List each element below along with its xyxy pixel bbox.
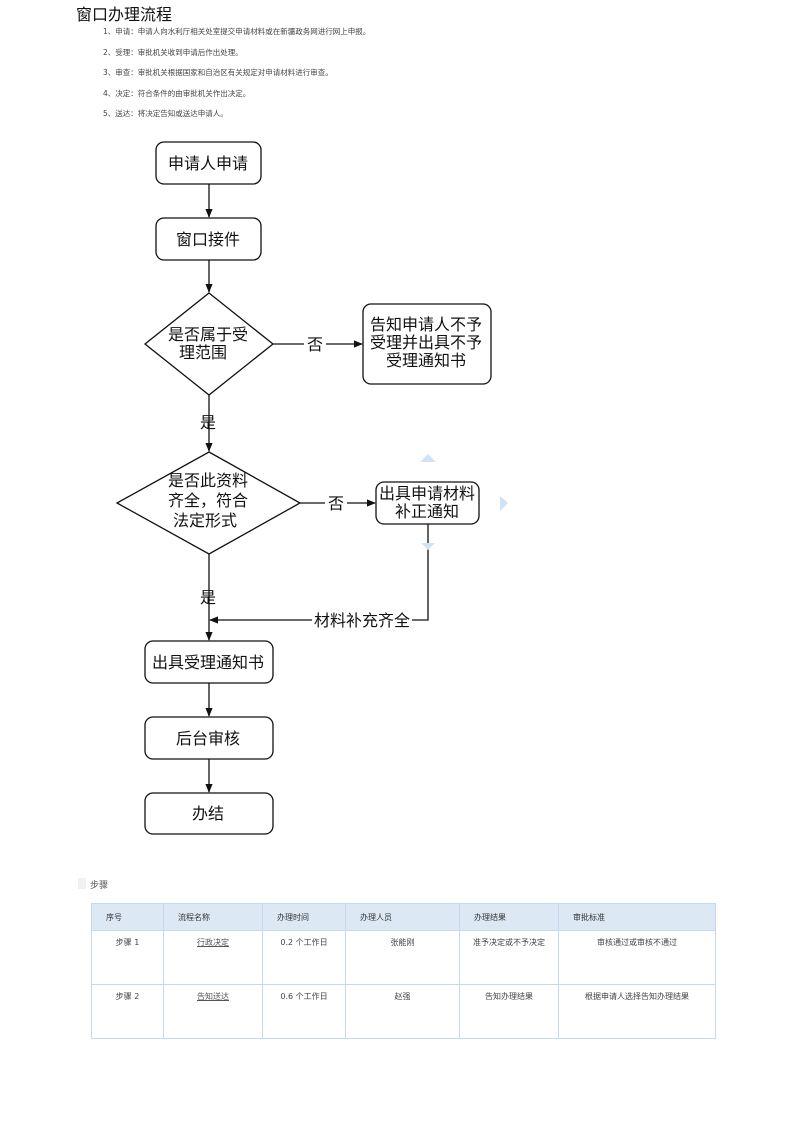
no-label: 否 [307,335,323,354]
yes-label: 是 [200,588,216,607]
reject-notice-label: 受理并出具不予 [370,333,482,352]
step-name-link[interactable]: 行政决定 [197,938,229,947]
step-person-cell: 张能刚 [345,930,460,985]
step-person-cell: 赵强 [345,984,460,1039]
process-step: 4、决定：符合条件的由审批机关作出决定。 [103,88,251,98]
completeness-decision-label: 是否此资料 [168,471,248,490]
no-label: 否 [328,494,344,513]
step-name-cell: 行政决定 [163,930,263,985]
process-step: 2、受理：审批机关收到申请后作出处理。 [103,47,243,57]
apply-label: 申请人申请 [168,154,248,173]
table-row: 步骤 1 行政决定 0.2 个工作日 张能刚 准予决定或不予决定 审核通过或审核… [91,930,716,985]
step-number-cell: 步骤 1 [91,930,164,985]
yes-label: 是 [200,413,216,432]
process-step: 1、申请：申请人向水利厅相关处室提交申请材料或在新疆政务网进行网上申报。 [103,27,371,36]
supplement-notice-label: 补正通知 [395,502,459,521]
reject-notice-box [362,303,492,385]
scroll-up-hint-icon [420,454,436,462]
step-name-link[interactable]: 告知送达 [197,992,229,1001]
page-title: 窗口办理流程 [76,5,173,24]
step-number-cell: 步骤 2 [91,984,164,1039]
step-result-cell: 告知办理结果 [459,984,559,1039]
reject-notice-label: 告知申请人不予 [370,315,482,334]
scope-decision-label: 理范围 [179,343,227,362]
acceptance-notice-label: 出具受理通知书 [152,653,264,672]
completed-box [144,792,274,835]
completeness-decision-label: 法定形式 [173,511,237,530]
section-marker [78,878,86,889]
completed-label: 办结 [192,804,224,823]
process-step: 5、送达：将决定告知或送达申请人。 [103,109,228,119]
column-header: 办理时间 [262,903,346,931]
step-time-cell: 0.2 个工作日 [262,930,346,985]
column-header: 流程名称 [163,903,263,931]
column-header: 序号 [91,903,164,931]
scope-decision-label: 是否属于受 [168,325,248,344]
reject-notice-label: 受理通知书 [386,351,466,370]
table-row: 步骤 2 告知送达 0.6 个工作日 赵强 告知办理结果 根据申请人选择告知办理… [91,984,716,1039]
step-standard-cell: 审核通过或审核不通过 [558,930,716,985]
materials-complete-label: 材料补充齐全 [314,611,410,630]
supplement-notice-label: 出具申请材料 [379,484,475,503]
column-header: 审批标准 [558,903,716,931]
column-header: 办理结果 [459,903,559,931]
process-flowchart: 申请人申请 窗口接件 是否属于受 理范围 告知申请人不予 受理并出具不予 受理通… [115,141,508,835]
steps-table: 序号 流程名称 办理时间 办理人员 办理结果 审批标准 步骤 1 行政决定 0.… [91,903,716,1039]
process-step: 3、审查：审批机关根据国家和自治区有关规定对申请材料进行审查。 [103,68,333,78]
table-header-row: 序号 流程名称 办理时间 办理人员 办理结果 审批标准 [91,903,716,931]
steps-section-label: 步骤 [90,881,109,891]
window-accept-label: 窗口接件 [176,230,240,249]
step-standard-cell: 根据申请人选择告知办理结果 [558,984,716,1039]
step-result-cell: 准予决定或不予决定 [459,930,559,985]
process-steps-list: 1、申请：申请人向水利厅相关处室提交申请材料或在新疆政务网进行网上申报。 2、受… [103,22,370,125]
column-header: 办理人员 [345,903,460,931]
step-name-cell: 告知送达 [163,984,263,1039]
connector-arrow [209,524,429,624]
completeness-decision-label: 齐全，符合 [168,491,248,510]
scroll-right-hint-icon [500,496,508,511]
backend-review-label: 后台审核 [176,729,240,748]
scroll-down-hint-icon [421,543,435,550]
step-time-cell: 0.6 个工作日 [262,984,346,1039]
